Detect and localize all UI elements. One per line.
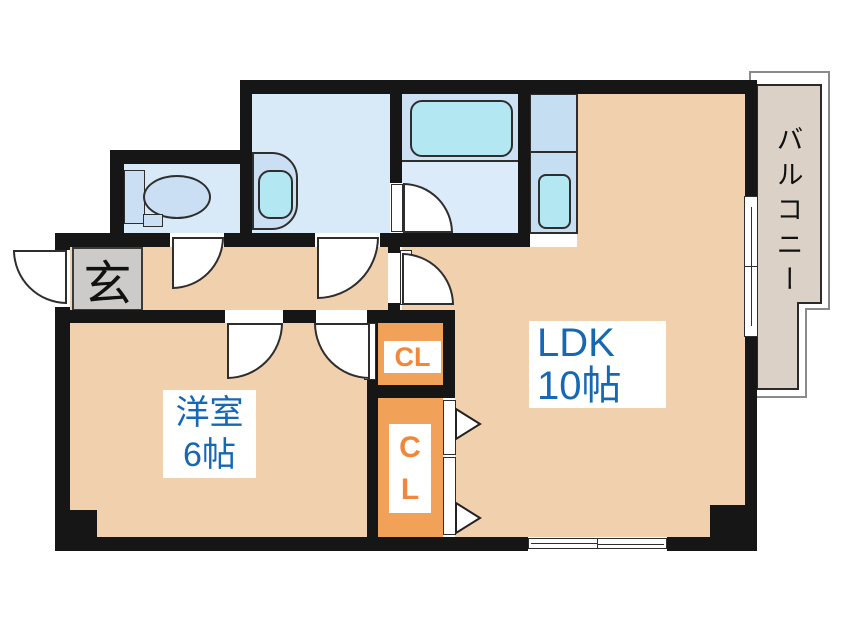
wall-hall-top-b [224,233,315,247]
balcony-window [744,196,758,337]
western-room-name: 洋室 [175,394,244,432]
wall-top [240,80,757,94]
wall-bath-left [390,94,402,183]
wall-westroom-top-b [283,310,316,323]
wall-bottom-a [55,537,528,551]
closet-lower-letter-l: L [400,472,420,506]
wall-toilet-left [110,150,124,247]
wall-pillar-southeast [710,505,757,551]
wall-westroom-top-a [55,310,225,323]
balcony-window-divider [745,266,757,267]
ldk-name: LDK [537,320,615,365]
wall-right-outer-b [745,337,757,551]
wall-closet-upper-right [443,310,455,398]
western-room-size: 6帖 [183,436,236,474]
ldk-south-window-rail-left [531,543,597,544]
wall-left-outer-b [55,307,70,551]
washbasin-bowl [258,170,293,219]
wall-right-outer-a [745,80,757,196]
ldk-south-window [528,538,667,549]
wall-left-outer-a [55,233,70,250]
western-room-door-arc [227,323,283,379]
wall-hall-top-a [55,233,170,247]
wall-hall-ldk-a [388,247,400,253]
closet-lower-letter-c: C [399,430,421,464]
ldk-south-window-divider [597,539,598,548]
bathroom-zone-divider [402,160,518,162]
ldk-floor-upper-strip [402,247,745,310]
ldk-label: LDK 10帖 [529,321,666,408]
wall-washroom-left [240,80,252,247]
balcony-label: バルコニー [772,125,803,300]
wall-toilet-top [110,150,252,164]
kitchen-counter-divider [530,151,577,153]
balcony-floor [756,84,822,390]
kitchen-sink [538,174,571,229]
ldk-south-window-rail-right [598,544,664,545]
closet-door-arrow-lower [455,501,482,535]
bathtub [410,100,513,157]
toilet-tank [124,170,145,224]
balcony-window-rail-lower [751,267,752,326]
closet-door-arrow-upper [455,407,482,441]
western-room-label: 洋室 6帖 [163,390,256,478]
wall-closet-top [370,310,455,323]
wall-bath-right [518,80,530,235]
closet-lower-label: C L [389,424,431,513]
toilet-control [143,214,163,227]
ldk-floor-kitchen-side [577,94,745,247]
ldk-size: 10帖 [537,363,622,408]
bathroom-door-leaf [391,184,403,232]
wall-closet-mid [367,385,455,398]
balcony-window-rail-upper [751,207,752,266]
closet-upper-label: CL [384,341,441,373]
wall-hall-top-c [380,233,530,247]
entrance-label: 玄 [83,258,132,311]
wall-pillar-southwest [70,510,97,540]
closet-slide-panel-lower [443,457,456,535]
toilet-bowl [143,175,211,219]
wall-closet-left [367,310,378,551]
